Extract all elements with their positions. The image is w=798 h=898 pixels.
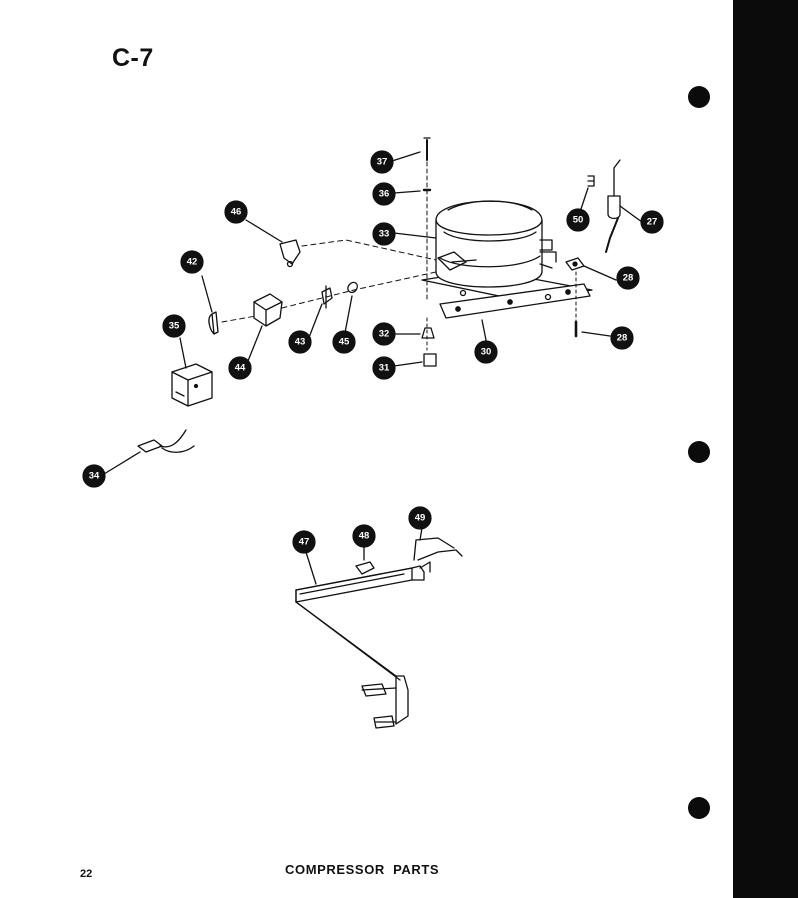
callout-label-35: 35 <box>169 321 180 332</box>
callout-labels: 37 36 33 46 42 35 44 43 45 32 31 30 28 2… <box>89 157 658 548</box>
callout-markers <box>82 150 664 554</box>
callout-48 <box>352 524 376 548</box>
callout-32 <box>372 322 396 346</box>
callout-44 <box>228 356 252 380</box>
callout-label-46: 46 <box>231 207 242 218</box>
page-caption: COMPRESSOR PARTS <box>285 862 440 877</box>
callout-33 <box>372 222 396 246</box>
callout-45 <box>332 330 356 354</box>
compressor-body <box>435 200 557 288</box>
section-code: C-7 <box>112 44 154 72</box>
cord-connector <box>137 429 195 453</box>
callout-label-33: 33 <box>379 229 390 240</box>
callout-37 <box>370 150 394 174</box>
punch-hole-middle <box>688 441 710 463</box>
callout-50 <box>566 208 590 232</box>
callout-label-48: 48 <box>359 531 370 542</box>
callout-label-47: 47 <box>299 537 310 548</box>
binder-edge <box>733 0 798 898</box>
callout-label-43: 43 <box>295 337 306 348</box>
callout-label-42: 42 <box>187 257 198 268</box>
callout-label-49: 49 <box>415 513 426 524</box>
callout-49 <box>408 506 432 530</box>
terminal-clip <box>279 239 301 265</box>
clip-part-50 <box>587 175 595 187</box>
callout-28a <box>616 266 640 290</box>
callout-label-28b: 28 <box>617 333 628 344</box>
punch-hole-top <box>688 86 710 108</box>
callout-label-34: 34 <box>89 471 100 482</box>
callout-42 <box>180 250 204 274</box>
grommet <box>421 327 435 339</box>
terminal-box <box>171 363 213 407</box>
callout-label-31: 31 <box>379 363 390 374</box>
callout-label-44: 44 <box>235 363 246 374</box>
callout-27 <box>640 210 664 234</box>
thermostat-sensor <box>605 159 621 253</box>
wiring-harness <box>295 537 463 729</box>
gasket-part-43 <box>321 285 333 309</box>
sleeve <box>423 353 437 367</box>
wire-tie <box>355 561 375 575</box>
callout-label-50: 50 <box>573 215 584 226</box>
mounting-bracket <box>439 283 591 319</box>
callout-label-32: 32 <box>379 329 390 340</box>
callout-label-36: 36 <box>379 189 390 200</box>
callout-label-28a: 28 <box>623 273 634 284</box>
callout-label-37: 37 <box>377 157 388 168</box>
callout-label-30: 30 <box>481 347 492 358</box>
callout-43 <box>288 330 312 354</box>
page-number: 22 <box>80 868 93 880</box>
callout-35 <box>162 314 186 338</box>
punch-hole-bottom <box>688 797 710 819</box>
callout-28b <box>610 326 634 350</box>
callout-30 <box>474 340 498 364</box>
callout-46 <box>224 200 248 224</box>
callout-34 <box>82 464 106 488</box>
callout-47 <box>292 530 316 554</box>
callout-31 <box>372 356 396 380</box>
callout-label-45: 45 <box>339 337 350 348</box>
retaining-clip <box>208 311 219 335</box>
spring-part-45 <box>347 281 358 294</box>
callout-36 <box>372 182 396 206</box>
callout-label-27: 27 <box>647 217 658 228</box>
relay-housing <box>253 293 283 327</box>
